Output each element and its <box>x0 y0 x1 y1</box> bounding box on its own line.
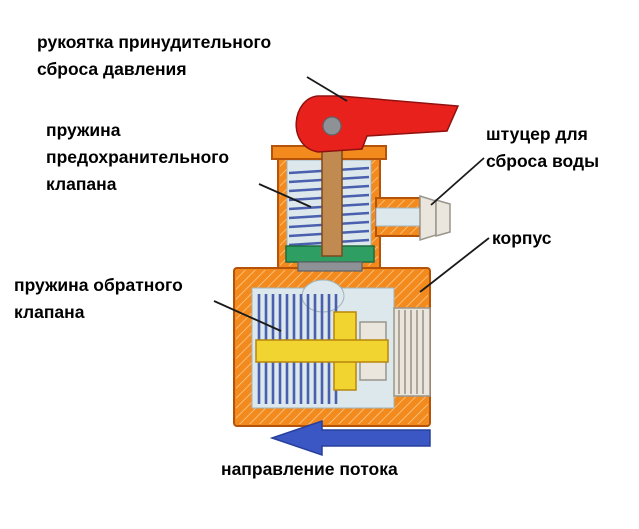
pointer-body <box>419 237 490 293</box>
relief-handle <box>295 95 460 153</box>
pointer-handle <box>306 76 348 102</box>
pointer-fitting <box>430 157 485 206</box>
fitting-channel <box>375 207 421 227</box>
seal-disc <box>297 261 363 272</box>
pointer-lines <box>213 76 490 332</box>
pointer-check-spring <box>213 300 282 332</box>
pointer-safety-spring <box>258 183 312 208</box>
drain-fitting <box>375 194 451 242</box>
label-body: корпус <box>492 228 552 248</box>
label-safety-spring: пружина предохранительного клапана <box>46 120 230 194</box>
label-check-spring: пружина обратного клапана <box>14 275 183 322</box>
label-relief-handle: рукоятка принудительного сброса давления <box>37 32 272 79</box>
label-flow-direction: направление потока <box>221 459 398 479</box>
handle-pivot <box>322 116 342 136</box>
piston-rod <box>255 339 389 363</box>
label-drain-fitting: штуцер для сброса воды <box>486 124 600 171</box>
fitting-barb <box>435 199 451 237</box>
outlet-thread-bore <box>393 307 431 397</box>
flow-arrow <box>269 419 431 457</box>
check-valve-piston <box>255 311 389 391</box>
